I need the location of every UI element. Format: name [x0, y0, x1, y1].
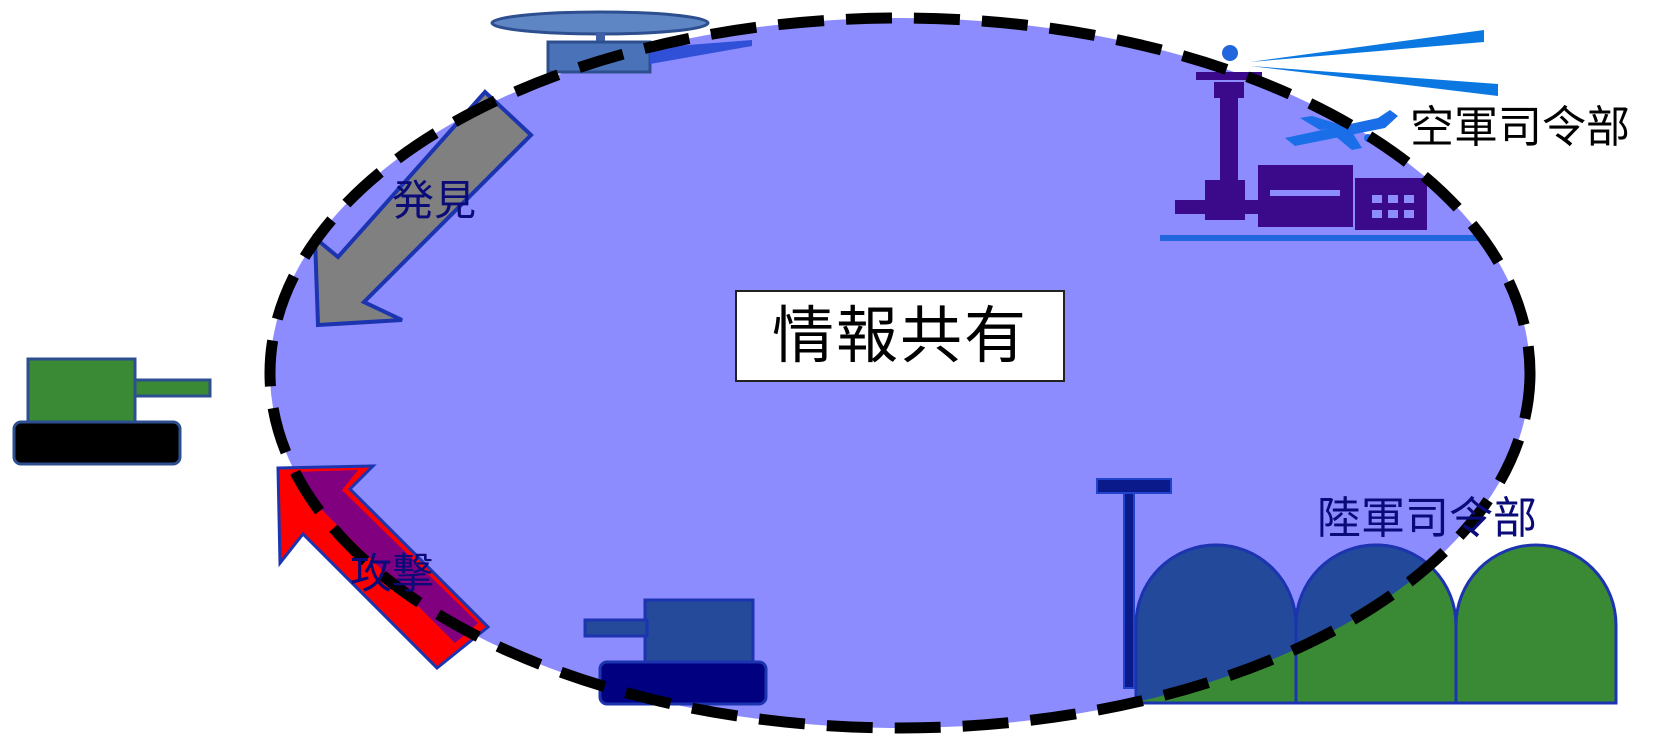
control-tower-icon — [1160, 45, 1480, 241]
antenna-icon — [1096, 478, 1172, 689]
network-boundary — [264, 12, 1536, 734]
attack-label: 攻撃 — [350, 549, 435, 598]
army-command-label: 陸軍司令部 — [1317, 493, 1537, 544]
center-label: 情報共有 — [735, 290, 1065, 382]
arrow-down-left-icon — [312, 89, 534, 328]
arrow-up-left-icon — [276, 464, 491, 671]
discover-label: 発見 — [392, 176, 477, 225]
hangar-icon — [1134, 543, 1618, 705]
tank-icon — [12, 357, 212, 466]
radar-beam-icon — [1250, 30, 1498, 96]
air-command-label: 空軍司令部 — [1410, 102, 1630, 153]
